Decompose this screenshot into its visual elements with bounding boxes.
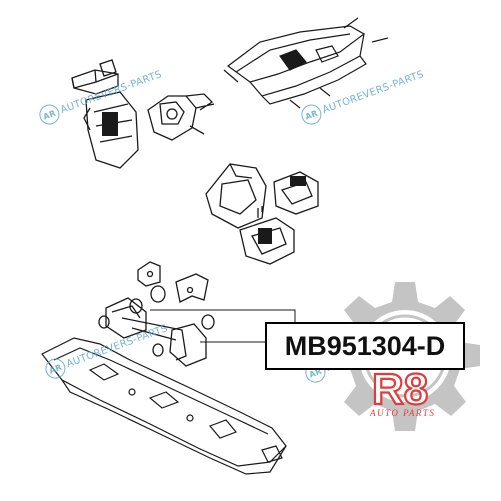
part-number-text: MB951304-D <box>284 330 446 361</box>
logo-caption: AUTO PARTS <box>370 408 436 418</box>
frame-top-right <box>223 17 389 109</box>
mount-brackets-lower <box>98 261 215 367</box>
part-number-label: MB951304-D <box>265 322 465 370</box>
r8-logo-icon: R8 <box>371 364 429 415</box>
svg-text:R8: R8 <box>372 365 428 414</box>
engine-mount-middle <box>205 163 319 265</box>
crossmember <box>41 337 287 475</box>
engine-mount-top-left <box>71 59 215 169</box>
leader-lines <box>150 309 296 343</box>
